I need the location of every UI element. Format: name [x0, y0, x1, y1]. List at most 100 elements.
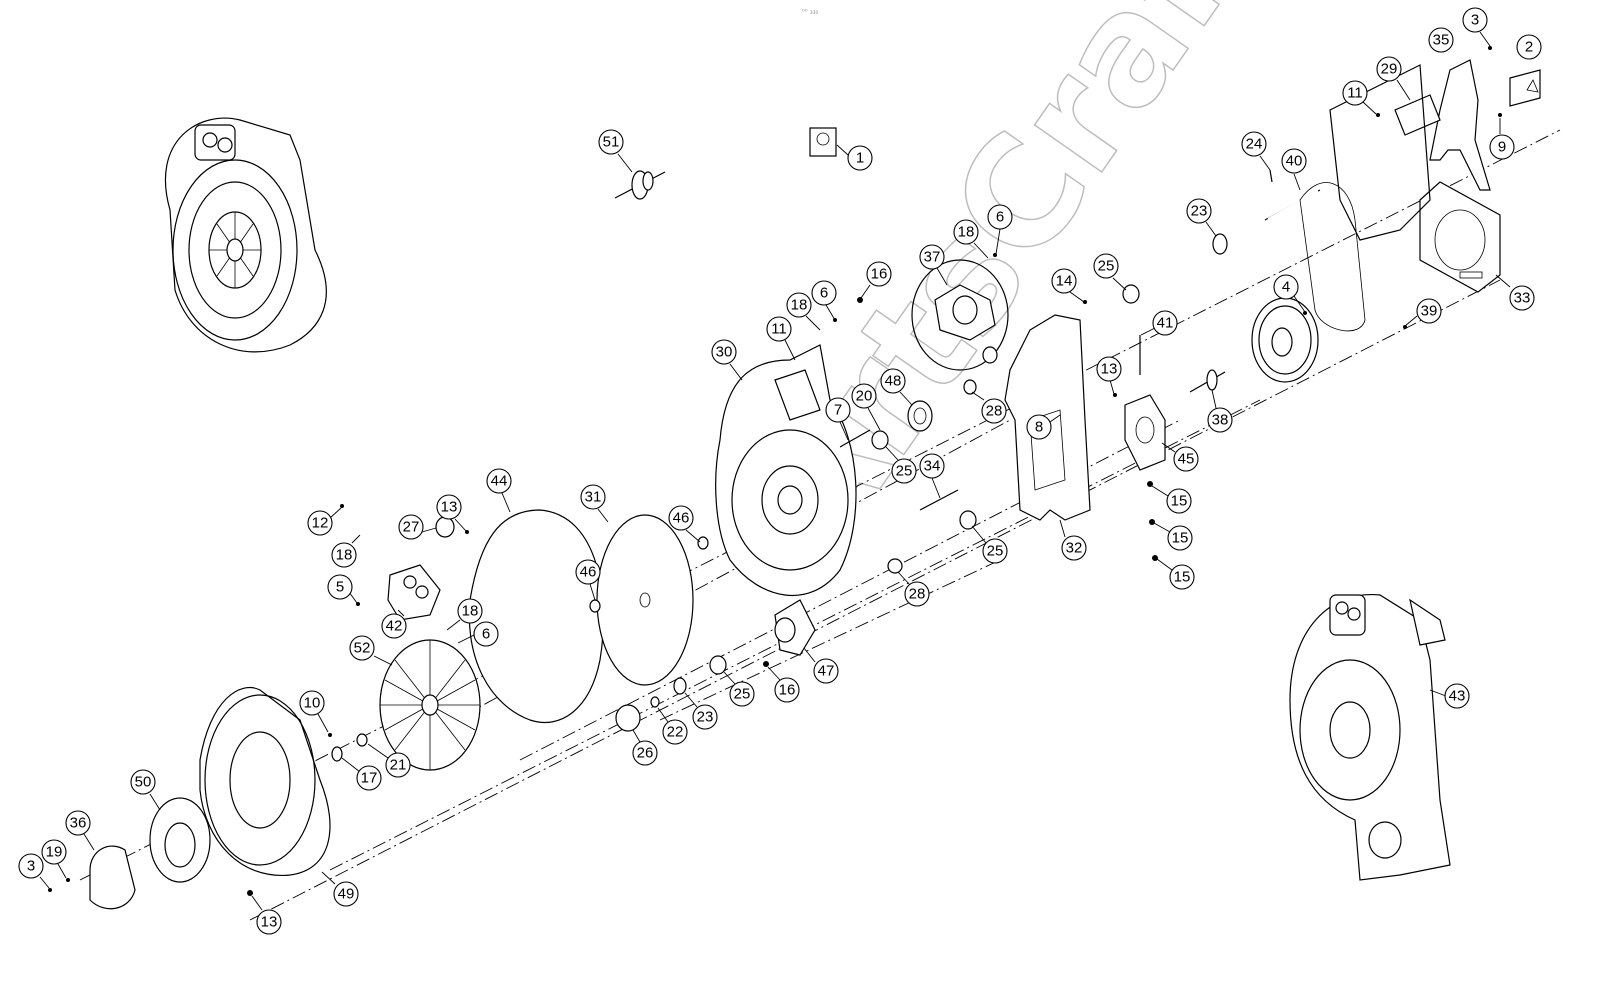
callout-11-top: 11	[1342, 80, 1377, 115]
svg-text:12: 12	[312, 515, 329, 532]
callout-36: 36	[65, 810, 95, 851]
callout-13-b: 13	[436, 494, 467, 532]
part-30-fan-housing	[715, 344, 857, 596]
svg-text:13: 13	[441, 499, 458, 516]
part-40-shaft	[1264, 189, 1321, 221]
callout-47: 47	[803, 647, 839, 684]
svg-text:33: 33	[1514, 290, 1531, 307]
svg-text:36: 36	[70, 815, 87, 832]
callout-8: 8	[1026, 414, 1061, 440]
svg-text:19: 19	[46, 844, 63, 861]
callout-18-c: 18	[331, 534, 361, 568]
svg-text:46: 46	[673, 510, 690, 527]
svg-text:37: 37	[924, 249, 941, 266]
callout-29: 29	[1376, 56, 1411, 101]
svg-text:48: 48	[885, 373, 902, 390]
callout-16-a: 16	[860, 261, 892, 299]
part-23-ring	[1212, 233, 1228, 255]
callout-42: 42	[381, 609, 407, 639]
part-24-key	[1269, 169, 1273, 183]
part-32-frame	[1004, 314, 1091, 521]
callout-46-a: 46	[668, 505, 701, 543]
callout-26: 26	[632, 729, 658, 766]
part-26-cap	[615, 704, 641, 732]
callout-38: 38	[1207, 389, 1233, 433]
callout-13-c: 13	[251, 895, 282, 935]
callout-32: 32	[1059, 519, 1087, 561]
part-51-shaft	[614, 170, 666, 200]
callout-24: 24	[1241, 131, 1271, 171]
svg-text:9: 9	[1498, 139, 1506, 156]
svg-text:13: 13	[1101, 361, 1118, 378]
part-52-impeller	[379, 639, 481, 771]
callout-52: 52	[349, 635, 393, 666]
svg-text:18: 18	[791, 297, 808, 314]
part-42-block	[387, 564, 441, 621]
part-25-bearing-a	[871, 430, 889, 450]
part-4-pulley	[1251, 297, 1319, 383]
callout-49: 49	[321, 871, 359, 907]
part-28-sleeve-b	[887, 558, 903, 574]
svg-text:1: 1	[856, 150, 864, 167]
svg-text:44: 44	[491, 473, 508, 490]
svg-text:46: 46	[580, 564, 597, 581]
callout-40: 40	[1281, 148, 1307, 191]
part-29-cover	[1394, 94, 1441, 136]
part-38-hub	[1189, 369, 1226, 393]
svg-text:35: 35	[1433, 32, 1450, 49]
callout-14: 14	[1051, 268, 1085, 303]
svg-text:6: 6	[820, 285, 828, 302]
part-46-ring-a	[697, 536, 709, 550]
svg-text:26: 26	[637, 745, 654, 762]
callout-31: 31	[580, 484, 609, 523]
callout-39: 39	[1404, 298, 1442, 327]
part-7-shaft	[839, 429, 871, 448]
callout-16-b: 16	[767, 666, 800, 703]
callout-51: 51	[598, 129, 633, 173]
part-22-washer	[650, 696, 660, 708]
svg-text:6: 6	[996, 209, 1004, 226]
svg-text:11: 11	[771, 321, 787, 338]
svg-text:25: 25	[734, 686, 751, 703]
part-44-back-plate	[468, 509, 604, 724]
part-23-ring-b	[673, 677, 687, 695]
svg-text:47: 47	[818, 663, 835, 680]
callout-3-bottom: 3	[18, 853, 50, 889]
callout-17: 17	[341, 757, 382, 791]
svg-text:28: 28	[909, 586, 926, 603]
svg-text:3: 3	[1471, 12, 1479, 29]
svg-text:18: 18	[336, 547, 353, 564]
svg-text:4: 4	[1282, 279, 1290, 296]
svg-text:14: 14	[1056, 273, 1073, 290]
svg-text:23: 23	[697, 709, 714, 726]
callout-28-b: 28	[897, 571, 930, 607]
part-25-bearing-b	[959, 510, 977, 530]
callout-1: 1	[836, 144, 873, 171]
svg-text:25: 25	[987, 543, 1004, 560]
callout-5: 5	[327, 574, 358, 604]
callout-27: 27	[398, 514, 437, 540]
callout-15-a: 15	[1151, 485, 1192, 514]
callout-21: 21	[367, 743, 411, 778]
callout-11-b: 11	[766, 316, 796, 361]
svg-text:22: 22	[667, 724, 684, 741]
callout-15-b: 15	[1153, 522, 1193, 551]
part-36-nozzle	[89, 845, 136, 910]
part-27-cap	[435, 516, 455, 538]
callout-6-a: 6	[987, 204, 1013, 255]
callout-12: 12	[307, 507, 342, 536]
svg-text:34: 34	[924, 458, 941, 475]
part-37-bearing-housing	[911, 259, 1009, 371]
callout-22: 22	[657, 707, 688, 745]
part-34-rod	[919, 489, 959, 511]
callout-6-b: 6	[811, 280, 837, 321]
callout-43: 43	[1429, 683, 1470, 709]
callout-33: 33	[1495, 274, 1535, 311]
callout-6-c: 6	[457, 621, 499, 647]
callout-2: 2	[1516, 34, 1542, 60]
callout-19: 19	[41, 839, 67, 879]
callout-25-a: 25	[1093, 253, 1127, 291]
part-50-gasket	[149, 797, 211, 883]
part-1-label-plate	[809, 127, 837, 157]
